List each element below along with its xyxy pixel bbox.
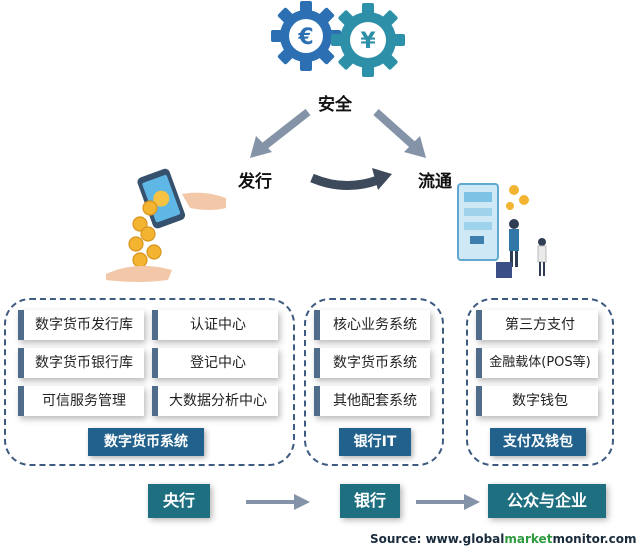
panel-item-bank-vault: 数字货币银行库 (18, 348, 144, 378)
source-market: market (504, 532, 553, 546)
person-icon (509, 219, 519, 267)
panel-item-other-systems: 其他配套系统 (314, 386, 430, 416)
panel-item-core-business: 核心业务系统 (314, 310, 430, 340)
arrow-to-issue (250, 108, 311, 158)
giving-hand-icon (182, 192, 226, 210)
flow-public-enterprise: 公众与企业 (488, 484, 606, 518)
arrow-to-circulation (373, 109, 426, 158)
source-credit: Source: www.globalmarketmonitor.com (370, 532, 636, 546)
yen-gear-icon: ¥ (331, 3, 405, 77)
flow-arrow-1 (246, 494, 310, 510)
issue-illustration (106, 168, 226, 282)
currency-gears-illustration: € ¥ (271, 1, 405, 77)
panel-item-trusted-service: 可信服务管理 (18, 386, 144, 416)
panel-item-registry-center: 登记中心 (152, 348, 278, 378)
yen-symbol: ¥ (360, 29, 376, 54)
shopping-bag-icon (496, 262, 512, 278)
panel-item-cert-center: 认证中心 (152, 310, 278, 340)
circulation-label: 流通 (418, 172, 452, 192)
payment-wallet-title: 支付及钱包 (490, 428, 586, 456)
source-prefix: Source: www. (370, 532, 463, 546)
digital-currency-system-title: 数字货币系统 (88, 428, 204, 456)
triangle-arrows (250, 108, 426, 191)
source-global: global (462, 532, 505, 546)
issue-label: 发行 (238, 172, 272, 192)
panel-item-bigdata-center: 大数据分析中心 (152, 386, 278, 416)
panel-item-issuance-vault: 数字货币发行库 (18, 310, 144, 340)
panel-item-pos-carrier: 金融载体(POS等) (476, 348, 598, 378)
coins-icon (506, 185, 529, 210)
euro-symbol: € (297, 25, 313, 50)
flow-bank: 银行 (340, 484, 400, 518)
panel-item-third-party-pay: 第三方支付 (476, 310, 598, 340)
flow-central-bank: 央行 (148, 484, 210, 518)
bank-it-title: 银行IT (339, 428, 411, 456)
curved-arrow-issue-to-circulation (310, 168, 392, 191)
security-label: 安全 (318, 95, 352, 115)
panel-item-bank-digital-currency: 数字货币系统 (314, 348, 430, 378)
source-monitor: monitor (552, 532, 605, 546)
person-icon (537, 238, 547, 276)
coin-stack-icon (128, 200, 162, 268)
receiving-hand-icon (106, 265, 172, 282)
circulation-illustration (457, 183, 547, 278)
panel-item-digital-wallet: 数字钱包 (476, 386, 598, 416)
flow-arrow-2 (416, 494, 480, 510)
shopping-cart-icon (470, 236, 484, 244)
source-suffix: .com (604, 532, 637, 546)
